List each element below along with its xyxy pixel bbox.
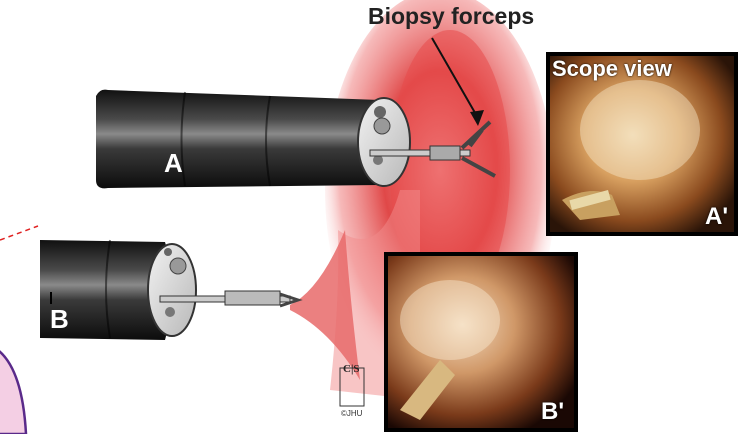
scope-b-label: B — [50, 306, 69, 332]
cs-logo: C|S — [343, 364, 359, 375]
endoscope-a — [96, 90, 410, 189]
view-b-label: B' — [541, 400, 564, 424]
scope-a-label: A — [164, 150, 183, 176]
dashed-line — [0, 226, 38, 240]
view-a-label: A' — [705, 205, 728, 229]
credit-text: ©JHU — [341, 410, 362, 418]
biopsy-forceps-label: Biopsy forceps — [368, 5, 534, 28]
tick-mark — [50, 292, 52, 304]
callout-shape — [0, 345, 26, 434]
scope-view-label: Scope view — [552, 58, 672, 80]
